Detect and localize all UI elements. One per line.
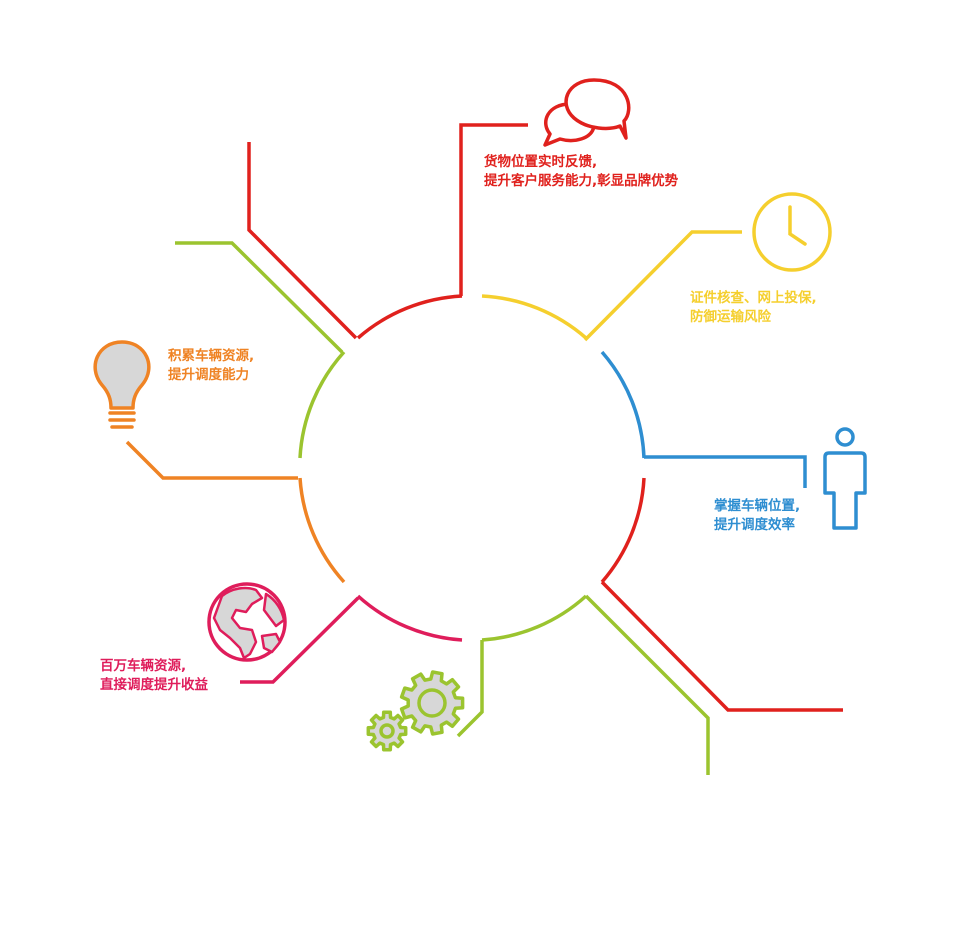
label-million-line2: 直接调度提升收益 — [100, 677, 208, 693]
label-accumulate-line1: 积累车辆资源, — [168, 348, 255, 364]
speech-bubbles-icon — [543, 78, 631, 147]
clock-icon — [752, 192, 832, 272]
connector-green-gears — [456, 640, 484, 738]
label-position-line1: 掌握车辆位置, — [714, 498, 801, 514]
arc-orange-left — [298, 477, 346, 584]
connector-red-feedback — [459, 123, 528, 296]
person-icon — [823, 427, 867, 530]
label-feedback: 货物位置实时反馈, 提升客户服务能力,彰显品牌优势 — [484, 153, 678, 191]
arc-blue-right — [600, 350, 646, 459]
globe-icon — [207, 582, 287, 662]
label-position-line2: 提升调度效率 — [714, 517, 795, 533]
arc-red-top — [356, 294, 463, 340]
arc-red-right — [600, 477, 646, 584]
gear-small-hub — [379, 723, 395, 739]
arc-green-left — [298, 350, 346, 459]
large-gear-icon — [399, 670, 465, 736]
label-verify: 证件核查、网上投保, 防御运输风险 — [690, 289, 817, 327]
lightbulb-icon — [93, 340, 151, 429]
arc-yellow-top-right — [481, 294, 588, 340]
label-feedback-line2: 提升客户服务能力,彰显品牌优势 — [484, 173, 679, 189]
gears-icon — [366, 670, 465, 752]
connector-blue-position — [644, 455, 807, 488]
connector-green-lower-right — [584, 594, 710, 775]
label-million-line1: 百万车辆资源, — [100, 658, 187, 674]
label-million: 百万车辆资源, 直接调度提升收益 — [100, 657, 208, 695]
arc-green-bottom — [481, 594, 588, 642]
label-feedback-line1: 货物位置实时反馈, — [484, 154, 598, 170]
label-verify-line2: 防御运输风险 — [690, 309, 771, 325]
connector-magenta-million — [240, 596, 360, 684]
small-gear-icon — [366, 710, 408, 752]
connector-yellow-verify — [583, 230, 742, 342]
connector-orange-accumulate — [125, 440, 298, 480]
label-accumulate-line2: 提升调度能力 — [168, 367, 249, 383]
label-accumulate: 积累车辆资源, 提升调度能力 — [168, 347, 254, 385]
arc-magenta-bottom — [356, 594, 463, 642]
connector-red-lower-right — [600, 580, 843, 712]
gear-big-hub — [417, 688, 447, 718]
label-verify-line1: 证件核查、网上投保, — [690, 290, 817, 306]
connector-red-upper-left — [247, 142, 358, 340]
connector-green-upper-left — [175, 241, 344, 354]
label-position: 掌握车辆位置, 提升调度效率 — [714, 497, 800, 535]
